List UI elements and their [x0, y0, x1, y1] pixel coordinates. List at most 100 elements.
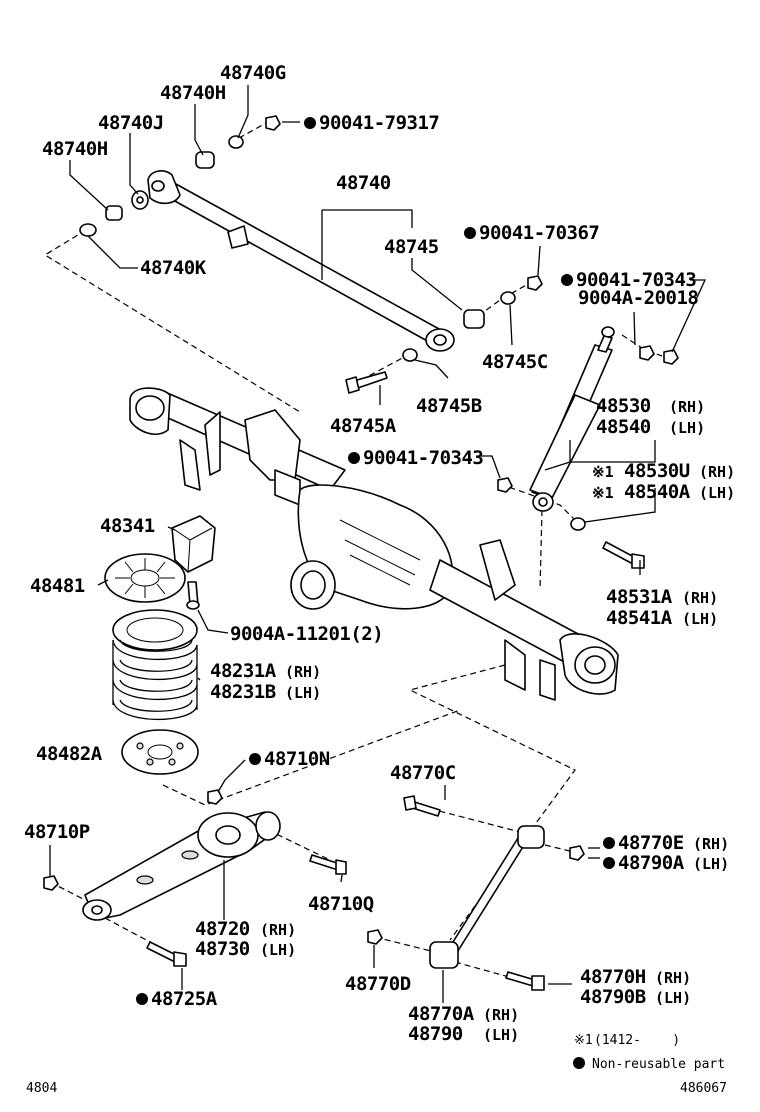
nut-48770E	[569, 845, 585, 861]
label-48530: 48530	[596, 395, 651, 417]
label-48540A-suffix: (LH)	[699, 484, 735, 502]
label-48541A: 48541A	[606, 607, 673, 629]
nut-48710P	[43, 875, 59, 891]
label-48482A: 48482A	[36, 743, 103, 765]
label-48740: 48740	[336, 172, 391, 194]
filled-circle-icon	[348, 452, 360, 464]
label-48740K: 48740K	[140, 257, 207, 279]
spring-seat-lower-48482A	[121, 729, 199, 775]
bump-stopper-48341	[171, 515, 216, 573]
filled-circle-icon	[573, 1057, 585, 1069]
nut-48770D	[367, 929, 383, 945]
filled-circle-icon	[603, 857, 615, 869]
label-90041-70343-top: 90041-70343	[576, 269, 696, 291]
filled-circle-icon	[249, 753, 261, 765]
part-number-labels: 48740G 48740H 90041-79317 48740J 48740H …	[24, 62, 735, 1045]
bushing-48740H-left	[105, 205, 123, 221]
label-9004A-20018: 9004A-20018	[578, 287, 698, 309]
footer-left-code: 4804	[26, 1081, 57, 1096]
leader-lines	[49, 85, 707, 1003]
bolt-48725A	[146, 941, 187, 967]
label-48540A: 48540A	[624, 481, 691, 503]
label-48790-suffix: (LH)	[483, 1026, 519, 1044]
label-48725A: 48725A	[151, 988, 218, 1010]
filled-circle-icon	[464, 227, 476, 239]
label-48540-suffix: (LH)	[669, 419, 705, 437]
legend-range: (1412- )	[594, 1033, 680, 1048]
label-mark1b: ※1	[592, 484, 614, 502]
label-90041-70343-mid: 90041-70343	[363, 447, 483, 469]
washer-48745B	[402, 348, 418, 362]
washer-48740G	[228, 135, 244, 149]
label-48540: 48540	[596, 416, 651, 438]
bolt-9004A-11201	[186, 581, 200, 610]
legend-mark: ※1	[574, 1033, 593, 1048]
nut-48710N	[207, 789, 223, 805]
rear-axle-housing	[129, 387, 619, 701]
label-48740H-left: 48740H	[42, 138, 108, 160]
label-48745A: 48745A	[330, 415, 397, 437]
bushing-48740H-top	[195, 151, 215, 169]
label-48770H-suffix: (RH)	[655, 969, 691, 987]
bolt-48770C	[403, 795, 441, 817]
washer-48745C	[500, 291, 516, 305]
label-48531A: 48531A	[606, 586, 673, 608]
nut-90041-70343-top	[663, 349, 679, 365]
label-48231B-suffix: (LH)	[285, 684, 321, 702]
dashed-guide-lines	[43, 121, 663, 981]
label-48790A: 48790A	[618, 852, 685, 874]
filled-circle-icon	[304, 117, 316, 129]
label-48770E-suffix: (RH)	[693, 835, 729, 853]
label-48710Q: 48710Q	[308, 893, 374, 915]
label-48745B: 48745B	[416, 395, 482, 417]
footer: 4804 486067	[26, 1081, 727, 1096]
nut-90041-79317	[265, 115, 281, 131]
label-48770D: 48770D	[345, 973, 411, 995]
label-48770A: 48770A	[408, 1003, 475, 1025]
label-48770C: 48770C	[390, 762, 456, 784]
label-48770A-suffix: (RH)	[483, 1006, 519, 1024]
label-48341: 48341	[100, 515, 155, 537]
label-48531A-suffix: (RH)	[682, 589, 718, 607]
label-48720: 48720	[195, 918, 250, 940]
label-48720-suffix: (RH)	[260, 921, 296, 939]
label-90041-79317: 90041-79317	[319, 112, 439, 134]
nut-90041-70367	[527, 275, 543, 291]
label-48790: 48790	[408, 1023, 463, 1045]
label-48740J: 48740J	[98, 112, 164, 134]
bolt-48770H	[505, 971, 545, 991]
label-48231B: 48231B	[210, 681, 276, 703]
label-48530-suffix: (RH)	[669, 398, 705, 416]
label-9004A-11201: 9004A-11201(2)	[230, 623, 383, 645]
bolt-48710Q	[309, 854, 347, 875]
bushing-48745	[463, 309, 485, 329]
nut-9004A-20018	[639, 345, 655, 361]
label-48481: 48481	[30, 575, 85, 597]
label-90041-70367: 90041-70367	[479, 222, 599, 244]
label-48740G: 48740G	[220, 62, 286, 84]
label-48770E: 48770E	[618, 832, 684, 854]
label-48530U: 48530U	[624, 460, 690, 482]
label-48740H-top: 48740H	[160, 82, 226, 104]
label-48730: 48730	[195, 938, 250, 960]
label-48730-suffix: (LH)	[260, 941, 296, 959]
lateral-rod-48740	[147, 170, 455, 352]
bushing-48740J	[131, 190, 149, 210]
legend-nonreusable: Non-reusable part	[592, 1057, 725, 1072]
lower-control-arm-48720	[82, 811, 281, 921]
shock-absorber-48530	[529, 326, 615, 512]
label-48710N: 48710N	[264, 748, 330, 770]
filled-circle-icon	[603, 837, 615, 849]
label-48231A-suffix: (RH)	[285, 663, 321, 681]
coil-spring-48231A	[112, 609, 198, 721]
label-48541A-suffix: (LH)	[682, 610, 718, 628]
spring-seat-upper-48481	[104, 553, 186, 603]
nut-90041-70343-mid	[497, 477, 513, 493]
filled-circle-icon	[561, 274, 573, 286]
filled-circle-icon	[136, 993, 148, 1005]
label-48231A: 48231A	[210, 660, 277, 682]
label-48770H: 48770H	[580, 966, 646, 988]
label-48790A-suffix: (LH)	[693, 855, 729, 873]
upper-control-arm-48770A	[429, 825, 545, 969]
